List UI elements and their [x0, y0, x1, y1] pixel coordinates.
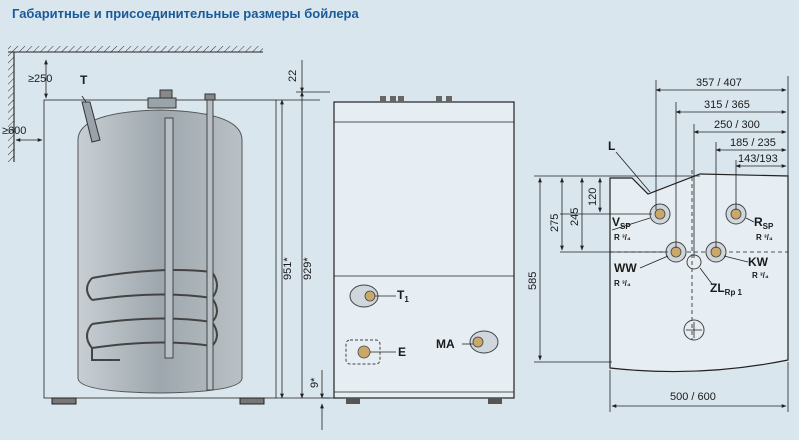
label-kw: KW: [748, 255, 769, 269]
height-dimensions: 951* 929* 22 9*: [276, 60, 338, 430]
dim-120: 120: [587, 188, 599, 206]
top-flange: [147, 97, 177, 109]
coil-pipe: [206, 99, 214, 391]
label-ma: MA: [436, 337, 455, 351]
thread-vsp: R ³/₄: [614, 233, 631, 242]
label-t1: T1: [397, 288, 409, 304]
bottom-fitting: [683, 319, 705, 341]
label-rsp: RSP: [754, 215, 774, 231]
dim-143: 143/193: [738, 153, 778, 165]
dim-951: 951*: [282, 257, 294, 280]
vertical-dimensions: 585 275 245 120: [527, 175, 700, 363]
dim-ge600: ≥600: [2, 125, 26, 137]
thread-kw: R ³/₄: [752, 271, 769, 280]
sensor-pocket: [81, 101, 101, 143]
ceiling-hatch: [8, 46, 263, 52]
dim-275: 275: [549, 214, 561, 232]
magnesium-anode: [469, 330, 499, 354]
dim-9: 9*: [309, 377, 321, 388]
dim-357: 357 / 407: [696, 77, 742, 89]
thread-ww: R ³/₄: [614, 279, 631, 288]
page-title: Габаритные и присоединительные размеры б…: [12, 6, 359, 21]
e-heater: [357, 345, 371, 359]
dim-185: 185 / 235: [730, 137, 776, 149]
thread-rsp: R ³/₄: [756, 233, 773, 242]
dim-585: 585: [527, 272, 539, 290]
wall-hatch: [8, 52, 14, 162]
label-e: E: [398, 345, 406, 359]
front-view: T1 E MA: [333, 96, 515, 404]
label-zl: ZLRp 1: [710, 281, 743, 297]
section-view: T ≥250 ≥600: [2, 46, 277, 405]
dim-ge250: ≥250: [28, 73, 52, 85]
label-ww: WW: [614, 261, 637, 275]
label-t: T: [80, 73, 88, 87]
label-vsp: VSP: [612, 215, 631, 231]
label-l: L: [608, 139, 615, 153]
horizontal-dimensions: 357 / 407 315 / 365 250 / 300 185 / 235 …: [609, 76, 789, 412]
dim-500: 500 / 600: [670, 391, 716, 403]
center-pipe: [164, 117, 174, 359]
rear-outline: [609, 173, 789, 373]
dim-315: 315 / 365: [704, 99, 750, 111]
connection-view: L VSP R ³/₄ RSP R ³/₄ WW R ³/₄ KW R ³/₄ …: [527, 76, 789, 412]
dim-22: 22: [287, 70, 299, 82]
dim-245: 245: [569, 208, 581, 226]
dim-929: 929*: [302, 257, 314, 280]
dim-250: 250 / 300: [714, 119, 760, 131]
tank-body: [77, 109, 243, 394]
